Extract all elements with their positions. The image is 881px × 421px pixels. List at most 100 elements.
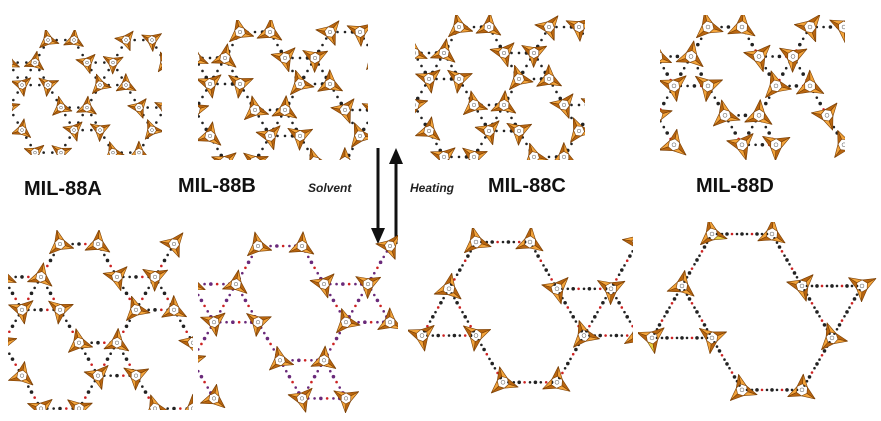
metal-cluster xyxy=(144,119,162,140)
organic-linker xyxy=(332,89,344,106)
metal-cluster xyxy=(361,103,368,111)
metal-cluster xyxy=(786,274,814,302)
organic-linker xyxy=(27,308,55,312)
organic-linker xyxy=(116,68,123,79)
metal-cluster xyxy=(408,325,435,352)
organic-linker xyxy=(422,292,448,333)
organic-linker xyxy=(510,51,529,55)
metal-cluster xyxy=(51,145,72,155)
organic-linker xyxy=(216,82,235,86)
metal-cluster xyxy=(695,75,723,102)
mil-88a-swollen-structure xyxy=(8,230,193,410)
metal-cluster xyxy=(126,295,151,321)
metal-cluster xyxy=(222,269,248,294)
metal-cluster xyxy=(624,331,633,345)
organic-linker xyxy=(116,46,123,57)
organic-linker xyxy=(580,122,585,127)
metal-cluster xyxy=(355,276,381,299)
metal-cluster xyxy=(463,325,491,352)
mil-88c-label: MIL-88C xyxy=(488,175,566,197)
metal-cluster xyxy=(12,118,32,138)
organic-linker xyxy=(77,46,84,57)
metal-cluster xyxy=(541,277,569,305)
metal-cluster xyxy=(178,336,193,352)
metal-cluster xyxy=(12,103,21,112)
organic-linker xyxy=(475,136,487,153)
organic-linker xyxy=(561,286,608,291)
metal-cluster xyxy=(23,144,45,155)
metal-cluster xyxy=(141,33,162,52)
metal-cluster xyxy=(474,120,500,146)
organic-linker xyxy=(317,63,329,80)
metal-cluster xyxy=(114,30,134,52)
metal-cluster xyxy=(726,133,754,160)
organic-linker xyxy=(713,340,741,387)
organic-linker xyxy=(291,56,310,60)
organic-linker xyxy=(237,250,257,281)
organic-linker xyxy=(435,77,454,81)
metal-cluster xyxy=(115,73,137,92)
metal-cluster xyxy=(757,222,786,244)
organic-linker xyxy=(25,68,32,79)
metal-cluster xyxy=(228,74,254,99)
metal-cluster xyxy=(310,345,337,369)
metal-cluster xyxy=(63,30,84,47)
organic-linker xyxy=(495,129,514,133)
organic-linker xyxy=(155,113,162,124)
organic-linker xyxy=(55,38,67,42)
metal-cluster xyxy=(159,232,184,258)
organic-linker xyxy=(369,250,389,281)
organic-linker xyxy=(361,121,368,132)
metal-cluster xyxy=(464,228,492,254)
metal-cluster xyxy=(333,390,360,414)
organic-linker xyxy=(531,245,557,286)
metal-cluster xyxy=(834,129,845,158)
metal-cluster xyxy=(366,62,368,70)
organic-linker xyxy=(12,91,19,102)
metal-cluster xyxy=(200,383,226,409)
organic-linker xyxy=(655,336,709,340)
metal-cluster xyxy=(27,399,53,410)
metal-cluster xyxy=(433,272,462,300)
metal-cluster xyxy=(536,64,562,87)
metal-cluster xyxy=(475,15,502,36)
organic-linker xyxy=(42,151,54,154)
reversible-arrows xyxy=(371,148,403,244)
organic-linker xyxy=(369,288,389,319)
organic-linker xyxy=(16,61,28,64)
metal-cluster xyxy=(244,95,270,121)
metal-cluster xyxy=(211,152,237,160)
metal-cluster xyxy=(787,373,816,400)
metal-cluster xyxy=(157,51,162,73)
organic-linker xyxy=(325,364,345,395)
organic-linker xyxy=(301,63,313,80)
metal-cluster xyxy=(290,69,315,96)
metal-cluster xyxy=(415,99,429,114)
metal-cluster xyxy=(638,327,665,354)
organic-linker xyxy=(8,314,21,334)
metal-cluster xyxy=(415,116,441,141)
organic-linker xyxy=(715,232,769,236)
metal-cluster xyxy=(430,38,456,63)
metal-cluster xyxy=(794,15,821,43)
metal-cluster xyxy=(696,15,724,39)
metal-cluster xyxy=(490,366,519,394)
metal-cluster xyxy=(89,123,111,142)
metal-cluster xyxy=(415,69,441,94)
metal-cluster xyxy=(200,312,226,337)
metal-cluster xyxy=(346,24,368,47)
organic-linker xyxy=(764,54,788,59)
metal-cluster xyxy=(161,295,187,318)
organic-linker xyxy=(551,84,563,101)
metal-cluster xyxy=(107,141,125,155)
organic-linker xyxy=(679,84,703,88)
metal-cluster xyxy=(67,399,93,410)
metal-cluster xyxy=(490,90,517,114)
organic-linker xyxy=(156,248,173,273)
metal-cluster xyxy=(821,322,848,351)
metal-cluster xyxy=(542,366,571,392)
metal-cluster xyxy=(12,77,32,97)
organic-linker xyxy=(12,68,19,79)
organic-linker xyxy=(198,63,209,80)
organic-linker xyxy=(520,58,532,75)
